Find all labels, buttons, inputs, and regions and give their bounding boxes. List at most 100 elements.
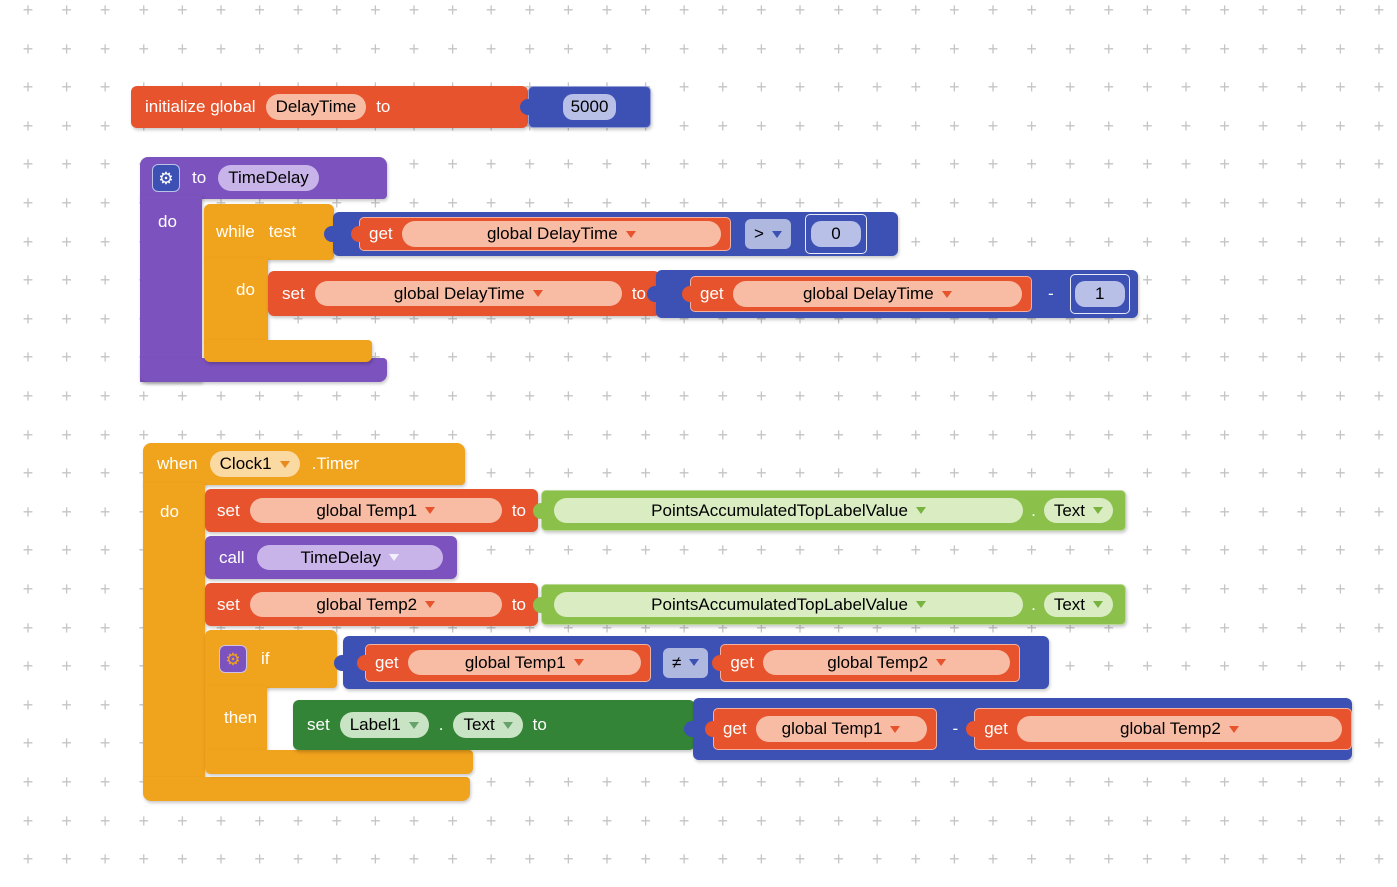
- number-field[interactable]: 0: [810, 221, 861, 247]
- grid-plus-icon: +: [99, 694, 111, 715]
- component-dropdown[interactable]: Label1: [339, 712, 429, 738]
- property-dropdown[interactable]: Text: [453, 712, 523, 738]
- procedure-bottom-bar[interactable]: [140, 358, 387, 382]
- variable-dropdown[interactable]: global Temp1: [755, 716, 927, 742]
- grid-plus-icon: +: [1335, 347, 1346, 368]
- grid-plus-icon: +: [987, 463, 999, 484]
- variable-name-field[interactable]: DelayTime: [265, 94, 367, 120]
- grid-plus-icon: +: [717, 38, 729, 59]
- grid-plus-icon: +: [1064, 424, 1076, 445]
- number-field[interactable]: 5000: [562, 94, 617, 120]
- dot-separator: .: [1031, 500, 1036, 520]
- block-call-timedelay[interactable]: call TimeDelay: [205, 536, 457, 579]
- gear-icon[interactable]: ⚙: [219, 645, 247, 673]
- grid-plus-icon: +: [1373, 694, 1385, 715]
- block-get-global-temp1[interactable]: get global Temp1: [357, 643, 651, 682]
- block-comparison-greater[interactable]: get global DelayTime > 0: [324, 212, 898, 256]
- grid-plus-icon: +: [1142, 231, 1153, 252]
- block-set-label1-text[interactable]: set Label1 . Text to: [293, 700, 695, 750]
- block-initialize-global[interactable]: initialize global DelayTime to: [131, 86, 528, 128]
- grid-plus-icon: +: [1103, 463, 1115, 484]
- if-bottom-bar[interactable]: [205, 750, 473, 774]
- variable-dropdown[interactable]: global DelayTime: [314, 280, 622, 307]
- block-set-global-temp1[interactable]: set global Temp1 to: [205, 489, 538, 532]
- grid-plus-icon: +: [717, 772, 729, 792]
- grid-plus-icon: +: [794, 540, 806, 561]
- grid-plus-icon: +: [138, 386, 150, 406]
- variable-dropdown[interactable]: global DelayTime: [732, 281, 1022, 307]
- grid-plus-icon: +: [871, 849, 883, 870]
- when-bottom-bar[interactable]: [143, 777, 470, 801]
- variable-dropdown[interactable]: global Temp2: [1016, 716, 1342, 742]
- variable-dropdown-label: global Temp2: [316, 594, 418, 614]
- procedure-name-field[interactable]: TimeDelay: [218, 165, 319, 191]
- grid-plus-icon: +: [871, 38, 883, 59]
- grid-plus-icon: +: [22, 77, 34, 98]
- property-dropdown[interactable]: Text: [1043, 497, 1113, 524]
- component-dropdown[interactable]: PointsAccumulatedTopLabelValue: [554, 497, 1024, 524]
- block-number-5000[interactable]: 5000: [520, 86, 651, 128]
- block-procedure-timedelay[interactable]: ⚙ to TimeDelay: [140, 157, 387, 199]
- block-while[interactable]: while test: [204, 204, 334, 260]
- gear-icon[interactable]: ⚙: [152, 164, 180, 192]
- operator-dropdown[interactable]: >: [745, 219, 791, 249]
- variable-dropdown[interactable]: global Temp1: [249, 497, 502, 524]
- component-dropdown[interactable]: Clock1: [209, 451, 300, 477]
- block-if[interactable]: ⚙ if: [205, 630, 337, 688]
- block-get-global-temp1[interactable]: get global Temp1: [705, 708, 937, 750]
- grid-plus-icon: +: [215, 38, 227, 59]
- puzzle-tab: [966, 721, 978, 737]
- block-subtract-delaytime[interactable]: get global DelayTime - 1: [647, 270, 1138, 318]
- property-dropdown[interactable]: Text: [1043, 591, 1113, 618]
- grid-plus-icon: +: [1026, 154, 1037, 175]
- grid-plus-icon: +: [794, 38, 806, 59]
- while-left-column[interactable]: [204, 258, 268, 342]
- variable-dropdown[interactable]: global Temp1: [407, 649, 641, 676]
- grid-plus-icon: +: [1219, 154, 1230, 175]
- variable-dropdown[interactable]: global Temp2: [249, 591, 502, 618]
- grid-plus-icon: +: [717, 424, 729, 445]
- variable-dropdown-label: global Temp1: [464, 652, 566, 672]
- block-component-getter-text[interactable]: PointsAccumulatedTopLabelValue . Text: [533, 490, 1126, 531]
- variable-dropdown[interactable]: global Temp2: [762, 649, 1011, 676]
- grid-plus-icon: +: [524, 540, 536, 561]
- grid-plus-icon: +: [1257, 38, 1269, 59]
- procedure-dropdown[interactable]: TimeDelay: [256, 544, 443, 571]
- block-set-global-delaytime[interactable]: set global DelayTime to: [268, 271, 660, 316]
- block-number-1[interactable]: 1: [1069, 274, 1130, 314]
- grid-plus-icon: +: [756, 463, 767, 484]
- grid-plus-icon: +: [871, 617, 883, 638]
- block-comparison-not-equal[interactable]: get global Temp1 ≠ get global Temp2: [334, 636, 1049, 689]
- grid-plus-icon: +: [678, 38, 690, 59]
- grid-plus-icon: +: [22, 424, 34, 445]
- procedure-left-column[interactable]: [140, 195, 202, 382]
- variable-dropdown[interactable]: global DelayTime: [401, 221, 721, 247]
- grid-plus-icon: +: [949, 424, 960, 445]
- grid-plus-icon: +: [640, 424, 651, 445]
- grid-plus-icon: +: [1026, 38, 1037, 59]
- block-set-global-temp2[interactable]: set global Temp2 to: [205, 583, 538, 626]
- number-field[interactable]: 1: [1074, 281, 1125, 307]
- block-get-global-temp2[interactable]: get global Temp2: [966, 708, 1352, 750]
- component-dropdown[interactable]: PointsAccumulatedTopLabelValue: [554, 591, 1024, 618]
- puzzle-tab: [533, 596, 544, 613]
- block-component-getter-text[interactable]: PointsAccumulatedTopLabelValue . Text: [533, 584, 1126, 625]
- grid-plus-icon: +: [871, 810, 883, 831]
- while-bottom-bar[interactable]: [204, 340, 372, 362]
- grid-plus-icon: +: [1103, 347, 1115, 368]
- grid-plus-icon: +: [601, 154, 613, 175]
- grid-plus-icon: +: [1373, 77, 1385, 98]
- block-get-global-delaytime[interactable]: get global DelayTime: [351, 217, 731, 251]
- when-left-column[interactable]: [143, 483, 205, 779]
- grid-plus-icon: +: [949, 386, 960, 406]
- block-subtract-temps[interactable]: get global Temp1 - get global Temp2: [684, 698, 1352, 760]
- block-get-global-temp2[interactable]: get global Temp2: [712, 643, 1021, 682]
- grid-plus-icon: +: [987, 231, 999, 252]
- block-get-global-delaytime[interactable]: get global DelayTime: [682, 276, 1032, 312]
- block-when-clock1-timer[interactable]: when Clock1 .Timer: [143, 443, 465, 485]
- operator-dropdown[interactable]: ≠: [663, 647, 709, 678]
- block-number-0[interactable]: 0: [804, 214, 867, 254]
- grid-plus-icon: +: [485, 193, 497, 213]
- if-left-column[interactable]: [205, 686, 267, 752]
